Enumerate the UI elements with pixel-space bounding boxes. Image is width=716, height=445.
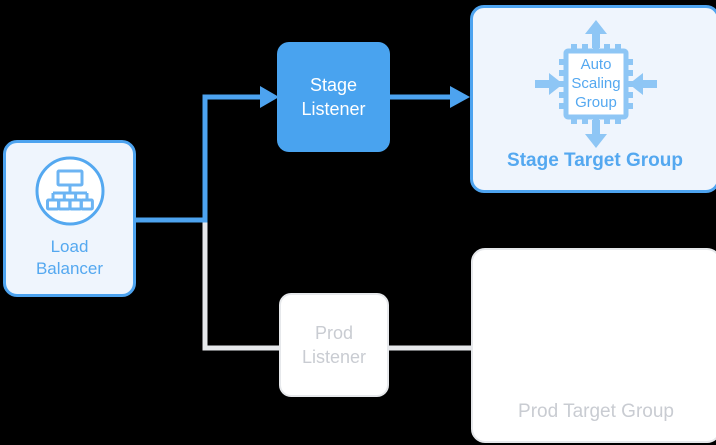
load-balancer-label: Load Balancer [35,236,104,278]
stage-target-group-label: Stage Target Group [507,150,683,171]
prod-listener-label: Prod Listener [301,323,367,367]
prod-listener-node[interactable]: Prod Listener [279,293,389,397]
load-balancer-hierarchy-icon [35,156,104,225]
arrowhead-into-stage-listener [260,86,279,108]
auto-scaling-group-icon-wrap: Auto Scaling Group [521,14,671,154]
auto-scaling-group-chip-icon: Auto Scaling Group [535,20,657,148]
asg-line-1: Auto [581,56,612,73]
asg-line-3: Group [575,94,617,111]
asg-line-2: Scaling [571,75,620,92]
load-balancer-node[interactable]: Load Balancer [3,140,136,297]
stage-listener-label: Stage Listener [301,75,366,119]
arrowhead-into-stage-target-group [450,86,470,108]
edge-load-balancer-to-stage-listener [136,94,262,223]
prod-target-group-node[interactable]: Prod Target Group [471,248,716,443]
prod-target-group-label: Prod Target Group [518,401,674,422]
stage-target-group-node[interactable]: Auto Scaling Group Stage Target Group [470,5,716,193]
edge-load-balancer-to-prod-listener [202,220,279,351]
stage-listener-node[interactable]: Stage Listener [277,42,390,152]
